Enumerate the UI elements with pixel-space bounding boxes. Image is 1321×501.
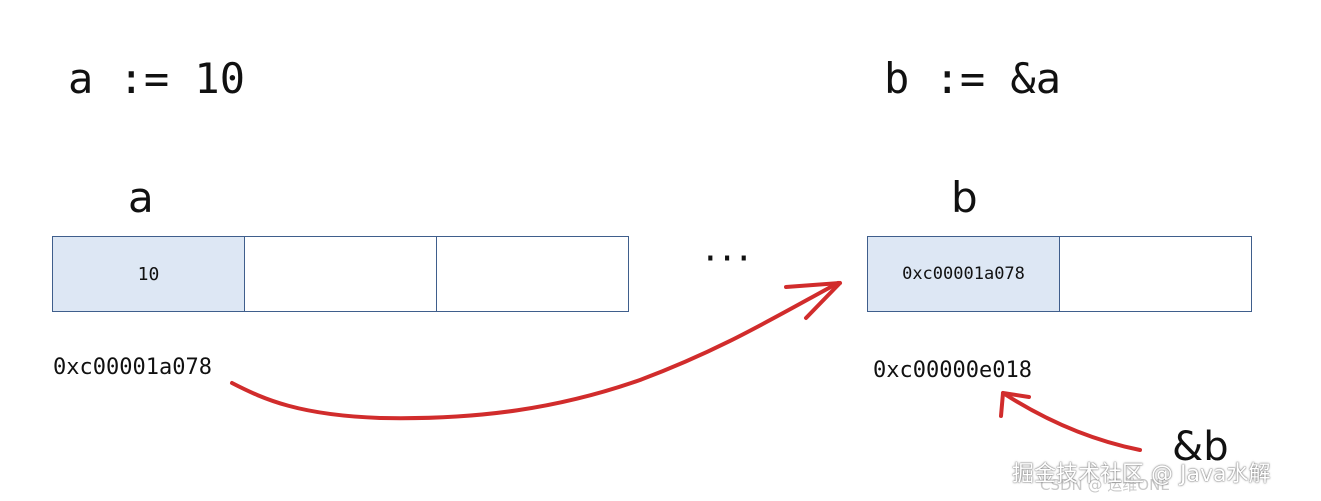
statement-a: a := 10 — [68, 54, 246, 103]
memory-cell-a-1 — [244, 236, 437, 312]
memory-cell-b-1 — [1059, 236, 1252, 312]
address-b: 0xc00000e018 — [873, 358, 1032, 383]
watermark: 掘金技术社区 @ Java水解 — [1012, 462, 1271, 487]
ref-arrow-curve — [1001, 391, 1142, 452]
memory-cell-a-2 — [436, 236, 629, 312]
statement-b: b := &a — [884, 54, 1062, 103]
ref-arrowhead — [999, 391, 1031, 418]
ellipsis: ··· — [704, 236, 755, 282]
watermark-faint: CSDN @ 运维ONE — [1040, 476, 1170, 494]
pointer-arrowhead — [784, 281, 842, 320]
memory-cell-b-0: 0xc00001a078 — [867, 236, 1060, 312]
pointer-arrow-curve — [230, 281, 840, 421]
var-label-b: b — [951, 173, 978, 222]
memory-cell-a-0: 10 — [52, 236, 245, 312]
var-label-a: a — [128, 173, 154, 222]
ref-label-b: &b — [1172, 424, 1229, 470]
address-a: 0xc00001a078 — [53, 355, 212, 380]
